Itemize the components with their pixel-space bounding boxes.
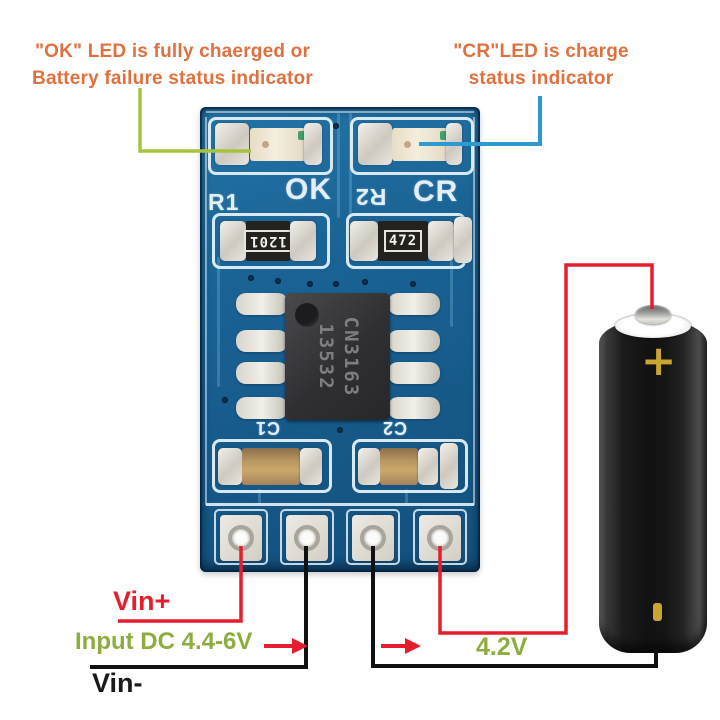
silkscreen-label-ok: OK <box>285 173 332 206</box>
silkscreen-divider-line <box>206 503 474 506</box>
via-dot <box>337 427 343 433</box>
silkscreen-border-top <box>206 111 474 113</box>
resistor-r2-code: 472 <box>388 233 418 249</box>
chip-marking-line2: 13532 <box>314 322 337 391</box>
via-dot <box>248 275 254 281</box>
via-dot <box>333 123 339 129</box>
pcb-board: R1 OK R2 CR 1201 472 CN3163 1353 <box>200 107 480 572</box>
chip-marking: CN3163 13532 <box>313 316 363 397</box>
via-dot <box>222 397 228 403</box>
chip-pin1-dimple <box>295 303 319 327</box>
pcb-trace <box>258 489 261 504</box>
pcb-trace <box>405 489 408 504</box>
silkscreen-label-c1: C1 <box>255 418 281 438</box>
via-dot <box>333 281 339 287</box>
silkscreen-border-left <box>205 117 207 505</box>
battery-plus-marking: + <box>641 336 677 385</box>
output-voltage-label: 4.2V <box>476 633 528 661</box>
battery-minus-marking <box>653 603 662 621</box>
pad-vin-minus <box>286 515 328 561</box>
ok-led-annotation: "OK" LED is fully chaerged or Battery fa… <box>20 38 325 92</box>
ok-led-annotation-line2: Battery failure status indicator <box>32 68 313 89</box>
vin-minus-label: Vin- <box>92 668 143 698</box>
silkscreen-label-cr: CR <box>413 175 459 208</box>
pad-vin-plus <box>220 515 262 561</box>
battery: + <box>599 305 707 653</box>
ok-led-annotation-line1: "OK" LED is fully chaerged or <box>34 41 311 62</box>
charger-chip: CN3163 13532 <box>285 293 390 420</box>
cr-led-annotation-line1: "CR"LED is charge <box>453 41 629 62</box>
vin-plus-label: Vin+ <box>113 586 171 616</box>
pcb-trace <box>337 113 340 218</box>
silkscreen-label-c2: C2 <box>382 418 408 438</box>
cr-led-annotation-line2: status indicator <box>468 68 614 89</box>
pad-bat-plus <box>419 515 461 561</box>
input-arrow-icon <box>264 638 308 654</box>
via-dot <box>275 278 281 284</box>
silkscreen-label-r1: R1 <box>208 189 240 215</box>
via-dot <box>307 281 313 287</box>
output-arrow-icon <box>381 638 421 654</box>
via-dot <box>410 281 416 287</box>
silkscreen-border-right <box>473 117 475 505</box>
pad-bat-minus <box>352 515 394 561</box>
pcb-trace <box>217 257 220 387</box>
cr-led-annotation: "CR"LED is charge status indicator <box>450 38 632 92</box>
led-cr-silkscreen <box>350 117 474 175</box>
battery-positive-terminal <box>635 305 671 324</box>
input-dc-label: Input DC 4.4-6V <box>75 628 253 655</box>
via-dot <box>362 279 368 285</box>
silkscreen-label-r2: R2 <box>355 184 387 210</box>
chip-marking-line1: CN3163 <box>339 316 362 397</box>
capacitor-c1-silkscreen <box>212 439 332 493</box>
resistor-r1-silkscreen <box>212 213 330 269</box>
resistor-r1-code: 1201 <box>249 233 287 249</box>
